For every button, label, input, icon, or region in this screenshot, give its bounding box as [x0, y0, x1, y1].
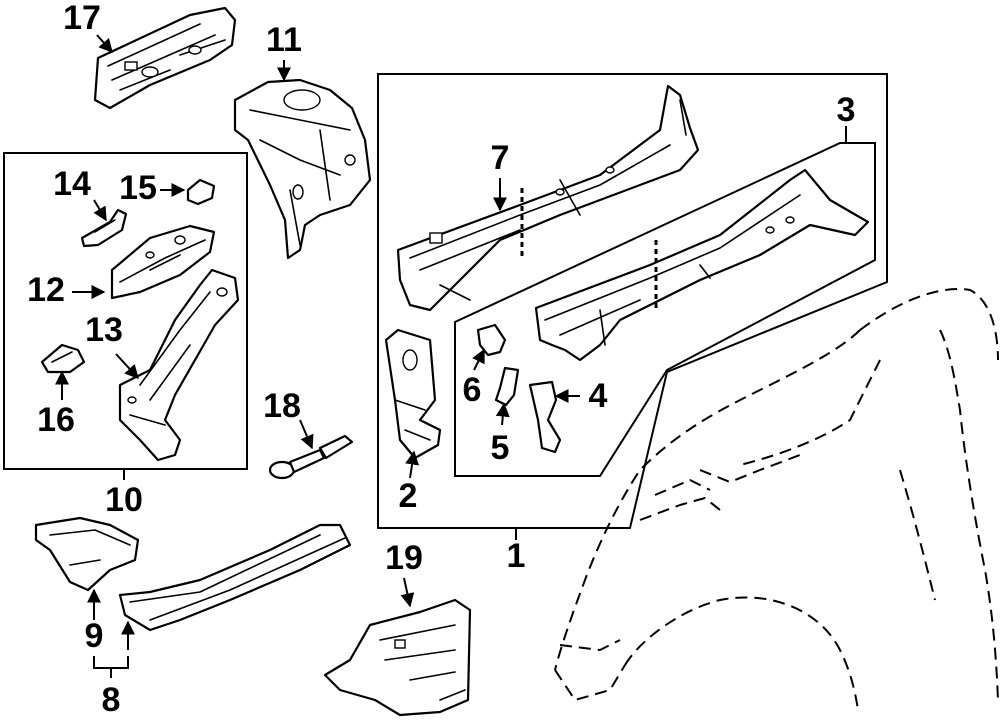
- callout-19: 19: [385, 539, 423, 577]
- callout-1: 1: [507, 537, 526, 575]
- callout-17: 17: [63, 0, 101, 37]
- part-15-drawing: [186, 178, 216, 206]
- callout-11: 11: [266, 21, 302, 59]
- callout-4: 4: [589, 377, 608, 415]
- part-3-drawing: [534, 168, 870, 362]
- callout-10: 10: [105, 481, 143, 519]
- part-11-drawing: [233, 78, 372, 260]
- part-9-drawing: [34, 516, 140, 592]
- callout-18: 18: [263, 387, 301, 425]
- part-16-drawing: [40, 343, 86, 374]
- part-18-drawing: [268, 434, 354, 480]
- group-box-1: [377, 73, 888, 529]
- callout-5: 5: [491, 429, 510, 467]
- callout-2: 2: [399, 477, 418, 515]
- callout-12: 12: [27, 271, 65, 309]
- callout-13: 13: [85, 311, 123, 349]
- part-2-drawing: [384, 328, 442, 460]
- part-5-drawing: [494, 366, 520, 407]
- callout-9: 9: [85, 617, 104, 655]
- part-12-drawing: [110, 224, 216, 300]
- part-14-drawing: [80, 208, 128, 248]
- leader-lines: [55, 34, 847, 678]
- group-box-10: [3, 152, 248, 470]
- callout-15: 15: [119, 169, 157, 207]
- callout-8: 8: [102, 681, 121, 719]
- callout-7: 7: [491, 139, 510, 177]
- callout-14: 14: [53, 165, 91, 203]
- part-6-drawing: [476, 323, 507, 357]
- fender-outline: [554, 288, 999, 711]
- callout-labels: 17 11 3 7 14 15 12 13 16 6 5 4 2 10 18 1…: [27, 0, 855, 719]
- part-4-drawing: [528, 380, 562, 454]
- part-17-drawing: [93, 6, 237, 110]
- callout-3: 3: [837, 91, 856, 129]
- part-19-drawing: [323, 598, 472, 717]
- part-7-drawing: [396, 84, 700, 312]
- part-13-drawing: [118, 268, 240, 462]
- part-8-drawing: [118, 523, 352, 632]
- callout-6: 6: [463, 371, 482, 409]
- callout-16: 16: [37, 401, 75, 439]
